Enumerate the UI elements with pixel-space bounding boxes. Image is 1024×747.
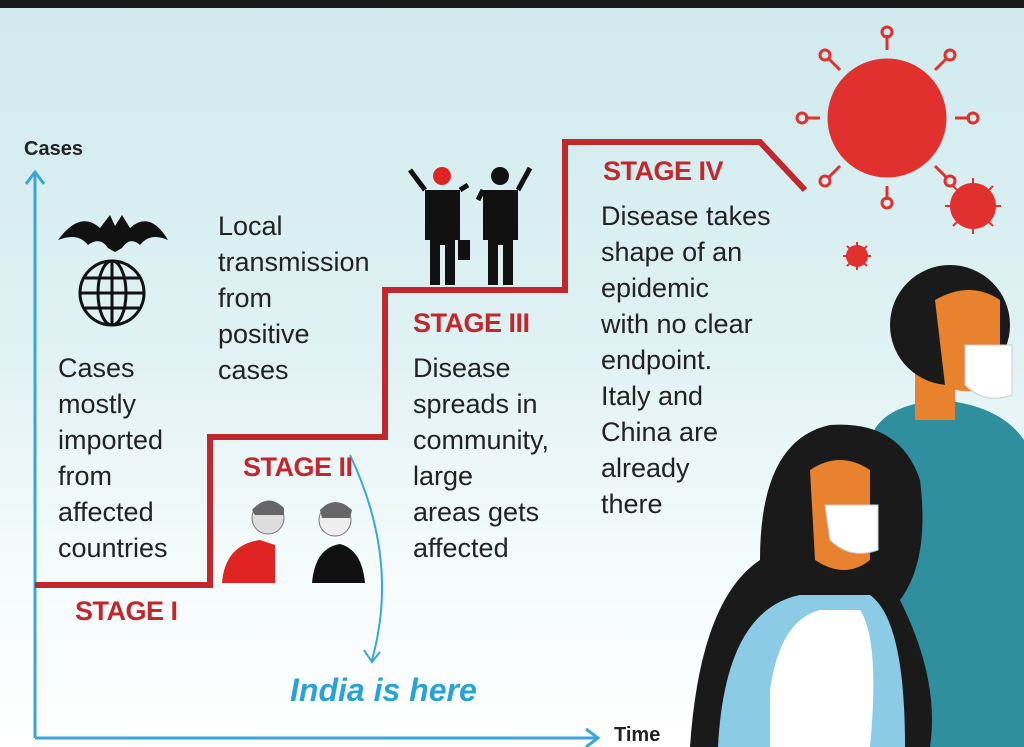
stage-2-description: Local transmission from positive cases: [218, 211, 370, 385]
stage-3-label: STAGE III: [413, 308, 530, 338]
people-talking-icon: [222, 500, 365, 583]
virus-large-icon: [795, 25, 980, 210]
bat-icon: [58, 215, 168, 252]
virus-small-icon: [843, 242, 871, 270]
india-annotation: India is here: [290, 672, 477, 708]
x-axis-label: Time: [614, 724, 661, 746]
globe-icon: [78, 259, 146, 327]
stage-4-description: Disease takes shape of an epidemic with …: [601, 201, 771, 519]
virus-medium-icon: [945, 178, 1001, 234]
stage-staircase: [35, 139, 808, 588]
masked-woman-illustration: [690, 424, 932, 747]
stage-3-description: Disease spreads in community, large area…: [413, 353, 550, 563]
stage-2-label: STAGE II: [243, 452, 353, 482]
top-border: [0, 0, 1024, 8]
india-pointer-arrow: [349, 454, 383, 664]
stage-1-description: Cases mostly imported from affected coun…: [58, 353, 168, 563]
stage-1-label: STAGE I: [75, 596, 178, 626]
axes: [24, 169, 601, 747]
y-axis-label: Cases: [24, 138, 83, 160]
y-axis-arrow: [24, 169, 46, 738]
x-axis-arrow: [35, 727, 601, 747]
businessmen-icon: [408, 166, 533, 285]
stage-4-label: STAGE IV: [603, 156, 724, 186]
